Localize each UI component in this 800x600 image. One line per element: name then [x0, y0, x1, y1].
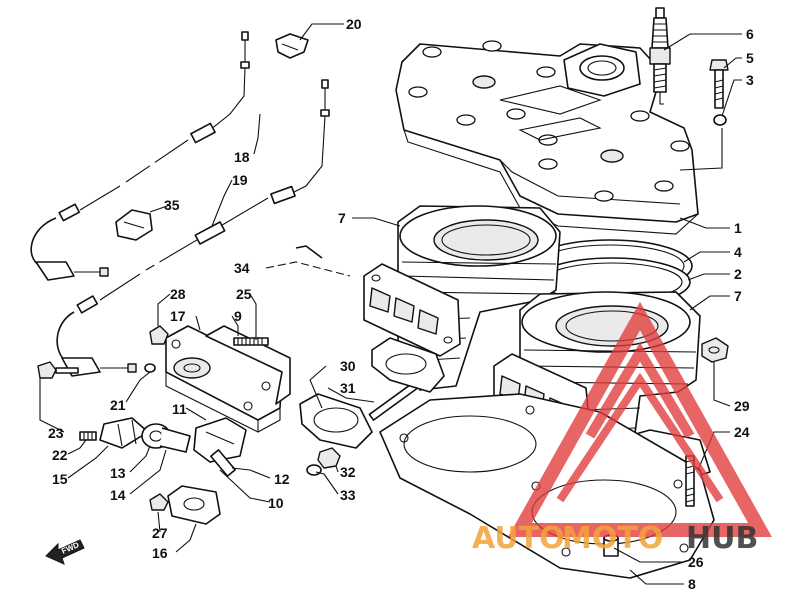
label-6: 6: [746, 26, 754, 42]
label-32: 32: [340, 464, 356, 480]
label-23: 23: [48, 425, 64, 441]
valve-12: [210, 449, 236, 477]
label-10: 10: [268, 495, 284, 511]
valve-lever-15: [99, 417, 149, 449]
label-34: 34: [234, 260, 250, 276]
label-22: 22: [52, 447, 68, 463]
screw-23: [37, 361, 79, 379]
label-18: 18: [234, 149, 250, 165]
label-14: 14: [110, 487, 126, 503]
triangle-logo-icon: [508, 301, 772, 537]
cable-18: [30, 31, 250, 281]
clip-35: [115, 209, 153, 241]
leader-lines: [39, 23, 742, 585]
exhaust-flange-rear: [363, 263, 461, 357]
label-7-front: 7: [734, 288, 742, 304]
label-4: 4: [734, 244, 742, 260]
label-5: 5: [746, 50, 754, 66]
watermark: AUTO MOTO HUB: [472, 521, 758, 556]
screw-28: [149, 325, 169, 345]
spring-25: [233, 337, 269, 346]
label-27: 27: [152, 525, 168, 541]
nut-32: [317, 447, 341, 469]
flange-gasket-upper: [371, 337, 445, 393]
label-13: 13: [110, 465, 126, 481]
valve-spring-22: [79, 431, 97, 441]
watermark-hub: HUB: [686, 521, 758, 556]
label-11: 11: [172, 401, 187, 417]
pin-34: [295, 245, 323, 259]
valve-body-11: [193, 417, 247, 463]
callout-labels: 20 6 5 3 1 4 2 7 7 29 24 26 8 18 19 35 3…: [48, 16, 754, 592]
screw-27: [149, 493, 169, 511]
exhaust-gasket: [299, 393, 373, 449]
cable-clip: [275, 33, 309, 59]
cover-gasket: [205, 325, 291, 405]
o-ring-21: [144, 363, 156, 373]
label-1: 1: [734, 220, 742, 236]
cylinder-head: [395, 40, 699, 235]
head-bolt: [709, 59, 729, 109]
cylinder-nut: [701, 337, 729, 363]
label-24: 24: [734, 424, 750, 440]
head-washer: [713, 114, 727, 126]
label-29: 29: [734, 398, 750, 414]
watermark-moto: MOTO: [562, 521, 663, 556]
label-19: 19: [232, 172, 248, 188]
fwd-arrow-icon: FWD: [45, 539, 85, 565]
label-35: 35: [164, 197, 180, 213]
washer-33: [306, 464, 322, 476]
label-25: 25: [236, 286, 252, 302]
label-16: 16: [152, 545, 168, 561]
gasket-16: [167, 485, 221, 525]
spark-plug: [649, 7, 671, 105]
valve-housing: [165, 325, 283, 433]
watermark-auto: AUTO: [472, 521, 565, 556]
label-15: 15: [52, 471, 68, 487]
label-30: 30: [340, 358, 356, 374]
label-26: 26: [688, 554, 704, 570]
label-17: 17: [170, 308, 186, 324]
valve-piston-13: [141, 423, 191, 453]
label-12: 12: [274, 471, 290, 487]
label-9: 9: [234, 308, 242, 324]
label-28: 28: [170, 286, 186, 302]
label-20: 20: [346, 16, 362, 32]
label-31: 31: [340, 380, 356, 396]
label-7-rear: 7: [338, 210, 346, 226]
label-3: 3: [746, 72, 754, 88]
label-21: 21: [110, 397, 126, 413]
label-2: 2: [734, 266, 742, 282]
label-33: 33: [340, 487, 356, 503]
label-8: 8: [688, 576, 696, 592]
